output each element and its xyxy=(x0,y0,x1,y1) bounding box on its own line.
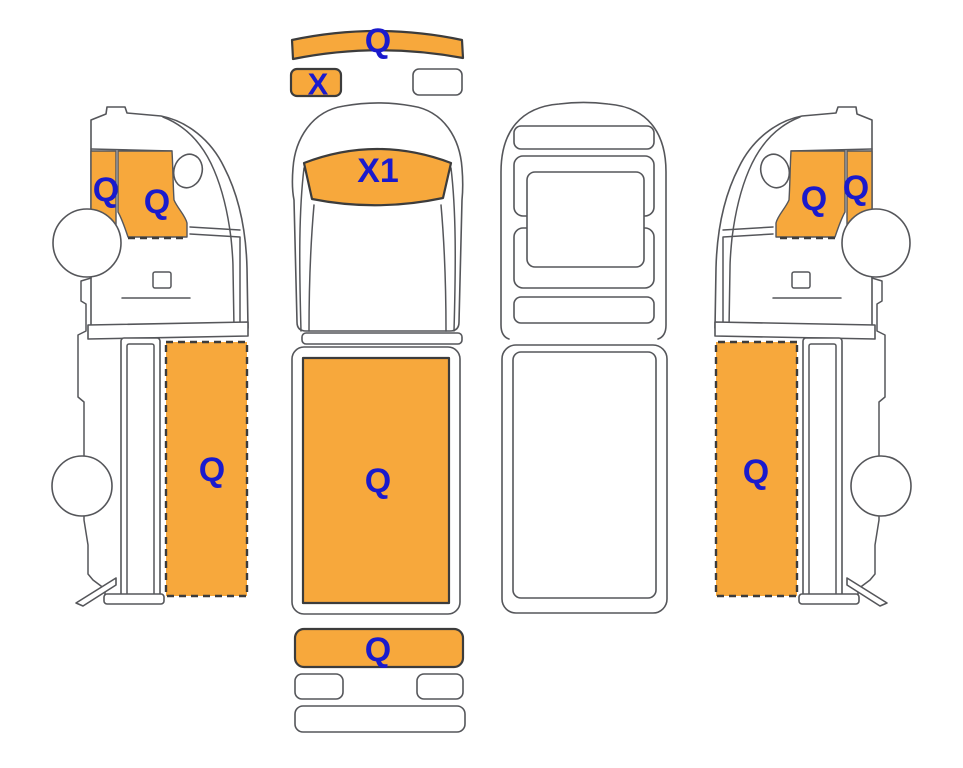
left-fender-code: Q xyxy=(93,171,119,209)
right-door-code: Q xyxy=(801,180,827,218)
tail-light-right xyxy=(416,673,464,700)
windshield-code: X1 xyxy=(357,152,399,190)
rear-cab-bottom-bar xyxy=(513,296,655,324)
front-marker-panel[interactable] xyxy=(289,67,343,98)
left-front-wheel xyxy=(52,208,122,278)
rear-bumper-panel[interactable] xyxy=(293,627,465,669)
right-front-wheel xyxy=(841,208,911,278)
top-view xyxy=(289,29,466,733)
left-cargo-side-panel[interactable] xyxy=(164,340,249,598)
cargo-floor-code: Q xyxy=(365,462,391,500)
front-marker-right xyxy=(412,68,463,96)
left-mud-flap xyxy=(75,577,117,607)
left-side-view xyxy=(51,106,249,607)
cab-back-band xyxy=(301,332,463,345)
door-left-line xyxy=(308,204,315,332)
tail-light-left xyxy=(294,673,344,700)
cargo-floor-panel[interactable] xyxy=(301,356,451,605)
door-right-line xyxy=(440,204,447,332)
a-pillar-left-line xyxy=(299,167,305,332)
rear-window xyxy=(526,171,645,268)
right-cargo-side-code: Q xyxy=(743,453,769,491)
right-mud-flap xyxy=(846,577,888,607)
right-bottom-lip xyxy=(798,593,860,605)
left-bottom-lip xyxy=(103,593,165,605)
right-windshield-line xyxy=(728,116,801,329)
damage-code-labels: Q X X1 Q Q Q Q Q Q Q Q xyxy=(93,22,869,669)
rear-bumper-code: Q xyxy=(365,631,391,669)
right-chassis-outline xyxy=(844,277,886,601)
rear-view xyxy=(500,101,668,614)
right-side-view xyxy=(714,106,912,607)
front-marker-code: X xyxy=(308,67,329,102)
right-rear-wheel xyxy=(850,455,912,517)
rear-cargo-inner xyxy=(512,351,657,599)
left-door-handle xyxy=(152,271,172,289)
right-cargo-side-panel[interactable] xyxy=(714,340,799,598)
right-door-handle xyxy=(791,271,811,289)
front-bumper-panel[interactable] xyxy=(290,29,465,61)
left-door-code: Q xyxy=(144,183,170,221)
left-quarter-window xyxy=(172,153,204,189)
right-quarter-window xyxy=(759,153,791,189)
right-beltline xyxy=(722,226,774,329)
left-cargo-side-code: Q xyxy=(199,451,225,489)
right-frame-band xyxy=(714,321,876,340)
left-frame-band xyxy=(87,321,249,340)
left-beltline xyxy=(189,226,241,329)
cab-top-outline xyxy=(291,102,464,332)
front-bumper-code: Q xyxy=(365,22,391,60)
left-chassis-outline xyxy=(77,277,119,601)
rear-step-bar xyxy=(294,705,466,733)
right-fender-code: Q xyxy=(843,169,869,207)
left-rear-wheel xyxy=(51,455,113,517)
windshield-panel[interactable] xyxy=(302,147,453,207)
left-windshield-line xyxy=(162,116,235,329)
a-pillar-right-line xyxy=(450,167,456,332)
rear-roof-bar xyxy=(513,125,655,150)
